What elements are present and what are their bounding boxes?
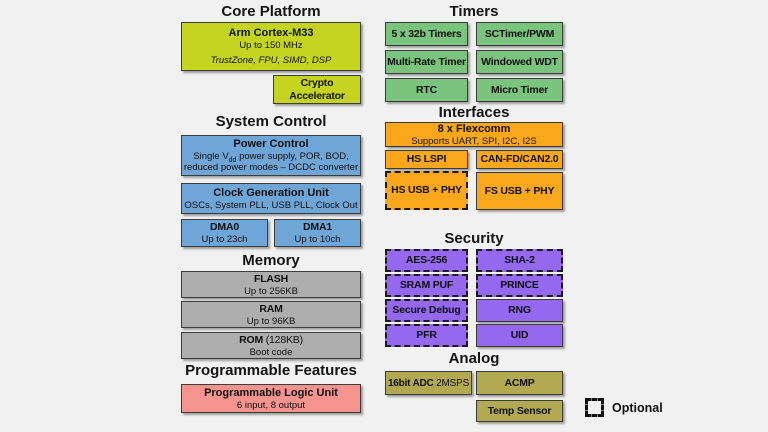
block-sram-puf: SRAM PUF: [385, 274, 468, 297]
rom-name: ROM (128KB): [239, 333, 303, 346]
ram-name: RAM: [259, 302, 283, 315]
block-multi-rate-timer: Multi-Rate Timer: [385, 50, 468, 74]
optional-legend-label: Optional: [612, 401, 663, 415]
optional-legend-swatch: [585, 398, 604, 417]
block-uid: UID: [476, 324, 563, 347]
block-rtc: RTC: [385, 78, 468, 102]
section-title-core-platform: Core Platform: [221, 3, 321, 20]
adc-label: 16bit ADC 2MSPS: [387, 377, 470, 389]
block-crypto-accelerator: Crypto Accelerator: [273, 75, 361, 104]
power-control-detail-2: reduced power modes – DCDC converter: [183, 162, 359, 173]
section-title-security: Security: [444, 230, 504, 247]
block-secure-debug: Secure Debug: [385, 299, 468, 322]
dma1-detail: Up to 10ch: [294, 234, 341, 245]
block-pfr: PFR: [385, 324, 468, 347]
dma0-detail: Up to 23ch: [201, 234, 248, 245]
block-rom: ROM (128KB) Boot code: [181, 332, 361, 359]
power-control-name: Power Control: [233, 138, 309, 150]
section-title-timers: Timers: [449, 3, 499, 20]
power-control-detail-1: Single Vdd power supply, POR, BOD,: [193, 151, 349, 164]
flexcomm-name: 8 x Flexcomm: [437, 122, 511, 135]
block-dma0: DMA0 Up to 23ch: [181, 219, 268, 247]
section-title-system-control: System Control: [215, 113, 327, 130]
crypto-line2: Accelerator: [289, 89, 345, 102]
block-power-control: Power Control Single Vdd power supply, P…: [181, 135, 361, 176]
flexcomm-detail: Supports UART, SPI, I2C, I2S: [411, 135, 537, 147]
flash-name: FLASH: [254, 272, 288, 285]
block-temp-sensor: Temp Sensor: [476, 400, 563, 422]
block-hs-lspi: HS LSPI: [385, 150, 468, 169]
block-flash: FLASH Up to 256KB: [181, 271, 361, 298]
cortex-name: Arm Cortex-M33: [228, 27, 314, 39]
plu-detail: 6 input, 8 output: [236, 399, 306, 411]
block-sctimer-pwm: SCTimer/PWM: [476, 22, 563, 46]
block-programmable-logic-unit: Programmable Logic Unit 6 input, 8 outpu…: [181, 384, 361, 413]
section-title-analog: Analog: [448, 350, 500, 367]
block-rng: RNG: [476, 299, 563, 322]
block-can-fd: CAN-FD/CAN2.0: [476, 150, 563, 169]
block-clock-generation-unit: Clock Generation Unit OSCs, System PLL, …: [181, 183, 361, 214]
block-32b-timers: 5 x 32b Timers: [385, 22, 468, 46]
rom-detail: Boot code: [249, 346, 293, 358]
clock-unit-detail: OSCs, System PLL, USB PLL, Clock Out: [184, 199, 358, 211]
block-arm-cortex-m33: Arm Cortex-M33 Up to 150 MHz TrustZone, …: [181, 22, 361, 71]
block-windowed-wdt: Windowed WDT: [476, 50, 563, 74]
block-flexcomm: 8 x Flexcomm Supports UART, SPI, I2C, I2…: [385, 122, 563, 147]
block-dma1: DMA1 Up to 10ch: [274, 219, 361, 247]
block-16bit-adc: 16bit ADC 2MSPS: [385, 371, 472, 395]
section-title-programmable-features: Programmable Features: [185, 362, 357, 379]
flash-detail: Up to 256KB: [244, 285, 298, 297]
section-title-interfaces: Interfaces: [438, 104, 510, 121]
block-micro-timer: Micro Timer: [476, 78, 563, 102]
dma1-name: DMA1: [303, 221, 332, 233]
block-acmp: ACMP: [476, 371, 563, 395]
plu-name: Programmable Logic Unit: [204, 386, 338, 399]
cortex-features: TrustZone, FPU, SIMD, DSP: [210, 55, 332, 66]
block-fs-usb-phy: FS USB + PHY: [476, 172, 563, 210]
block-sha-2: SHA-2: [476, 249, 563, 272]
block-ram: RAM Up to 96KB: [181, 301, 361, 328]
block-hs-usb-phy: HS USB + PHY: [385, 171, 468, 210]
crypto-line1: Crypto: [300, 76, 334, 89]
block-prince: PRINCE: [476, 274, 563, 297]
section-title-memory: Memory: [242, 252, 300, 269]
clock-unit-name: Clock Generation Unit: [213, 186, 329, 199]
ram-detail: Up to 96KB: [246, 315, 296, 327]
block-aes-256: AES-256: [385, 249, 468, 272]
dma0-name: DMA0: [210, 221, 239, 233]
cortex-frequency: Up to 150 MHz: [239, 40, 303, 51]
